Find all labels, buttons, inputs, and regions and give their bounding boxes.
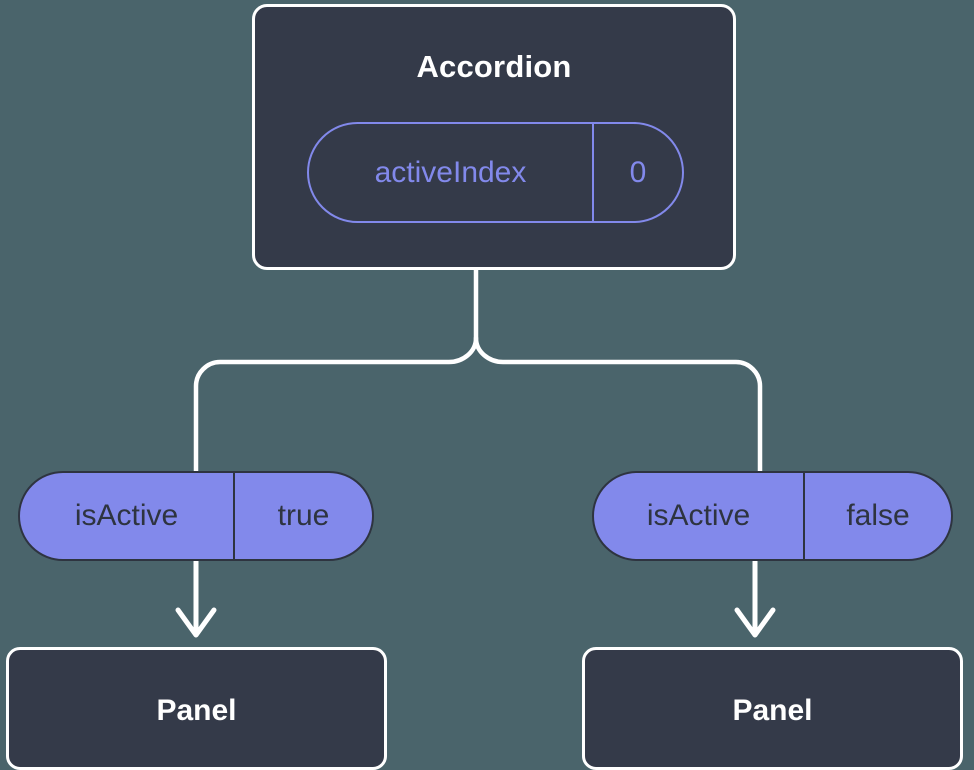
fork-connector: [473, 267, 763, 474]
arrow-right-pill-to-panel: [734, 561, 776, 638]
prop-pill-value: true: [277, 499, 330, 532]
prop-pill-key: isActive: [594, 473, 805, 559]
accordion-node[interactable]: Accordion activeIndex 0: [252, 4, 736, 270]
state-pill-value: 0: [629, 155, 647, 189]
panel-label: Panel: [732, 694, 813, 727]
panel-label: Panel: [156, 694, 237, 727]
prop-pill-value: false: [846, 499, 910, 532]
state-pill-key: activeIndex: [309, 124, 594, 221]
accordion-title: Accordion: [416, 49, 572, 84]
state-pill-active-index[interactable]: activeIndex 0: [307, 122, 684, 223]
prop-pill-is-active-false[interactable]: isActive false: [592, 471, 953, 561]
panel-node-left[interactable]: Panel: [6, 647, 387, 770]
fork-connector-left: [193, 335, 479, 474]
panel-node-right[interactable]: Panel: [582, 647, 963, 770]
arrow-left-pill-to-panel: [175, 561, 217, 638]
prop-pill-is-active-true[interactable]: isActive true: [18, 471, 374, 561]
prop-pill-key: isActive: [20, 473, 235, 559]
